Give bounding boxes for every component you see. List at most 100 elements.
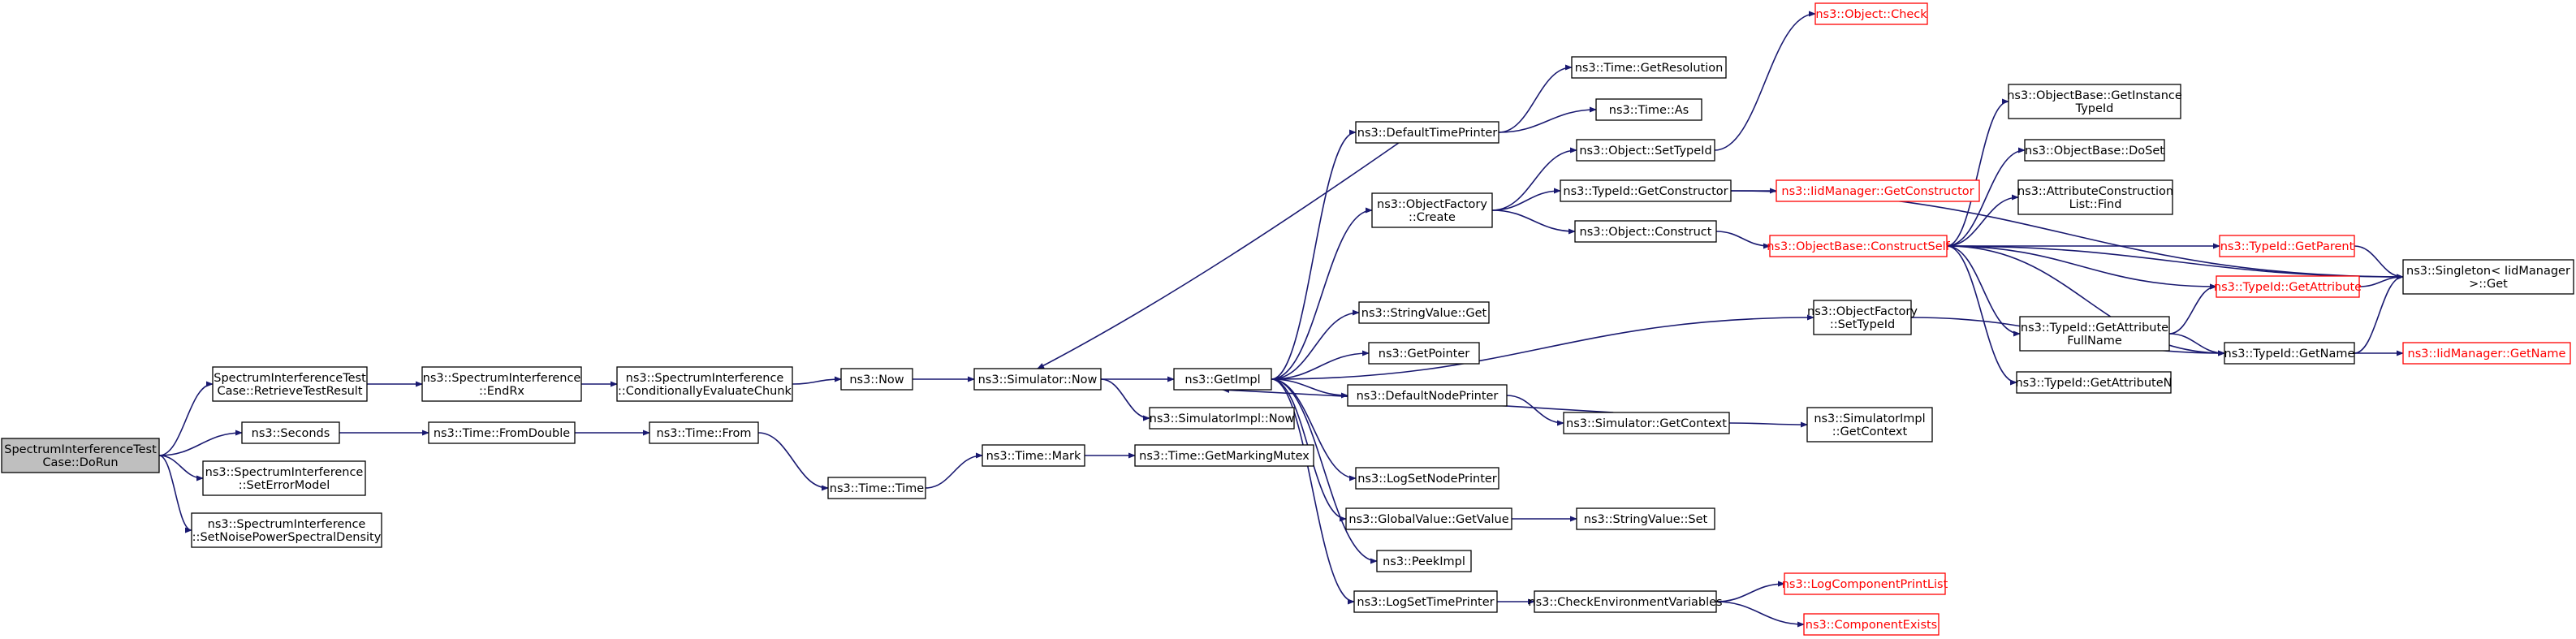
node-label: ::ConditionallyEvaluateChunk [618, 385, 792, 398]
node-doset[interactable]: ns3::ObjectBase::DoSet [2024, 139, 2165, 162]
node-label: ns3::ObjectFactory [1377, 198, 1487, 211]
node-objconstruct[interactable]: ns3::Object::Construct [1574, 220, 1717, 243]
node-getconstructor[interactable]: ns3::TypeId::GetConstructor [1560, 179, 1732, 202]
node-defnodeprinter[interactable]: ns3::DefaultNodePrinter [1347, 384, 1508, 407]
node-iidgetctor[interactable]: ns3::IidManager::GetConstructor [1776, 179, 1980, 202]
node-box [1376, 550, 1472, 572]
node-stringset[interactable]: ns3::StringValue::Set [1576, 507, 1715, 530]
node-retrieve[interactable]: SpectrumInterferenceTestCase::RetrieveTe… [212, 366, 368, 402]
edge-arrow [1271, 378, 1378, 564]
node-singleton[interactable]: ns3::Singleton< IidManager >::Get [2402, 259, 2574, 295]
node-ofcreate[interactable]: ns3::ObjectFactory::Create [1371, 192, 1493, 228]
node-condeval[interactable]: ns3::SpectrumInterference::Conditionally… [616, 366, 793, 402]
node-getimpl[interactable]: ns3::GetImpl [1173, 368, 1272, 391]
node-endrx[interactable]: ns3::SpectrumInterference::EndRx [421, 366, 582, 402]
node-box [2402, 259, 2574, 295]
edge-getattribute-to-singleton [2358, 274, 2404, 287]
node-simnow[interactable]: ns3::Simulator::Now [973, 368, 1102, 391]
node-box [191, 512, 382, 548]
node-label: ns3::Now [849, 373, 904, 386]
edge-arrow [1714, 11, 1816, 151]
edge-getimpl-to-peekimpl [1271, 378, 1378, 564]
node-label: ns3::TypeId::GetAttribute [2021, 322, 2168, 335]
node-label: ns3::Object::SetTypeId [1579, 145, 1711, 158]
node-gvgetvalue[interactable]: ns3::GlobalValue::GetValue [1345, 507, 1512, 530]
node-box [241, 421, 340, 444]
node-fromdouble[interactable]: ns3::Time::FromDouble [428, 421, 576, 444]
node-deftimeprinter[interactable]: ns3::DefaultTimePrinter [1355, 121, 1499, 144]
node-box [2016, 371, 2172, 394]
node-label: ns3::Object::Construct [1580, 226, 1712, 239]
node-timeas[interactable]: ns3::Time::As [1595, 98, 1702, 121]
edge-getattrfull-to-getattribute [2168, 283, 2217, 335]
node-stringget[interactable]: ns3::StringValue::Get [1358, 301, 1490, 324]
edge-arrow [757, 432, 829, 491]
node-getattrn[interactable]: ns3::TypeId::GetAttributeN [2015, 371, 2173, 394]
edge-getattrfull-to-getname [2168, 333, 2225, 356]
node-getmutex[interactable]: ns3::Time::GetMarkingMutex [1134, 444, 1314, 467]
node-objcheck[interactable]: ns3::Object::Check [1814, 2, 1928, 25]
node-logsetnode[interactable]: ns3::LogSetNodePrinter [1355, 467, 1499, 490]
edge-arrow [1037, 142, 1400, 369]
node-label: ns3::GlobalValue::GetValue [1348, 513, 1508, 526]
node-checkenv[interactable]: ns3::CheckEnvironmentVariables [1528, 590, 1723, 613]
node-getattribute[interactable]: ns3::TypeId::GetAttribute [2214, 275, 2362, 298]
node-box [1784, 572, 1946, 595]
node-timefrom[interactable]: ns3::Time::From [649, 421, 759, 444]
node-mark[interactable]: ns3::Time::Mark [982, 444, 1085, 467]
edge-arrow [1728, 421, 1808, 428]
node-simgetcontext[interactable]: ns3::Simulator::GetContext [1563, 412, 1730, 434]
node-seconds[interactable]: ns3::Seconds [241, 421, 340, 444]
node-label: ns3::GetImpl [1184, 373, 1260, 386]
edge-deftimeprinter-to-getresolution [1498, 64, 1573, 133]
node-seterr[interactable]: ns3::SpectrumInterference::SetErrorModel [202, 460, 366, 496]
node-label: ns3::StringValue::Get [1361, 307, 1487, 320]
node-now[interactable]: ns3::Now [840, 368, 913, 391]
edge-arrow [1271, 350, 1370, 380]
edge-arrow [1491, 209, 1576, 235]
edge-ofcreate-to-objconstruct [1491, 209, 1576, 235]
node-simimplctx[interactable]: ns3::SimulatorImpl::GetContext [1806, 407, 1933, 443]
node-label: ns3::LogComponentPrintList [1782, 578, 1948, 591]
node-box [2219, 235, 2355, 257]
edge-arrow [158, 455, 204, 481]
node-label: ns3::SimulatorImpl::Now [1150, 412, 1295, 425]
node-box [202, 460, 366, 496]
node-label: ns3::TypeId::GetParent [2220, 240, 2354, 253]
edge-getname-to-singleton [2354, 274, 2404, 354]
node-label: Case::DoRun [42, 456, 118, 469]
node-box [1769, 235, 1948, 257]
node-label: ns3::DefaultTimePrinter [1357, 127, 1497, 140]
node-iidgetname[interactable]: ns3::IidManager::GetName [2402, 342, 2571, 365]
node-label: ns3::Singleton< IidManager [2406, 265, 2570, 278]
node-logsettime[interactable]: ns3::LogSetTimePrinter [1353, 590, 1498, 613]
edge-constructself-to-getinstance [1946, 98, 2009, 247]
node-label: ns3::Time::As [1609, 104, 1689, 117]
node-box [827, 477, 926, 499]
node-label: ns3::TypeId::GetConstructor [1563, 185, 1728, 198]
node-simimplnow[interactable]: ns3::SimulatorImpl::Now [1149, 407, 1295, 430]
edge-constructself-to-getattrn [1946, 245, 2017, 386]
node-logprintlist[interactable]: ns3::LogComponentPrintList [1782, 572, 1948, 595]
node-peekimpl[interactable]: ns3::PeekImpl [1376, 550, 1472, 572]
node-getresolution[interactable]: ns3::Time::GetResolution [1571, 56, 1727, 79]
node-ofsettypeid[interactable]: ns3::ObjectFactory::SetTypeId [1807, 300, 1918, 335]
edge-timetime-to-mark [925, 452, 983, 489]
node-settypeid[interactable]: ns3::Object::SetTypeId [1576, 139, 1715, 162]
node-compexists[interactable]: ns3::ComponentExists [1803, 613, 1940, 636]
node-setnoise[interactable]: ns3::SpectrumInterference::SetNoisePower… [191, 512, 382, 548]
edge-arrow [2168, 283, 2217, 335]
edge-getimpl-to-deftimeprinter [1271, 129, 1357, 380]
node-timetime[interactable]: ns3::Time::Time [827, 477, 926, 499]
node-getpointer[interactable]: ns3::GetPointer [1368, 342, 1480, 365]
node-box [212, 366, 368, 402]
node-box [982, 444, 1085, 467]
node-getname[interactable]: ns3::TypeId::GetName [2224, 342, 2355, 365]
node-label: ::Create [1409, 211, 1456, 224]
node-constructself[interactable]: ns3::ObjectBase::ConstructSelf [1767, 235, 1951, 257]
node-getparent[interactable]: ns3::TypeId::GetParent [2219, 235, 2355, 257]
